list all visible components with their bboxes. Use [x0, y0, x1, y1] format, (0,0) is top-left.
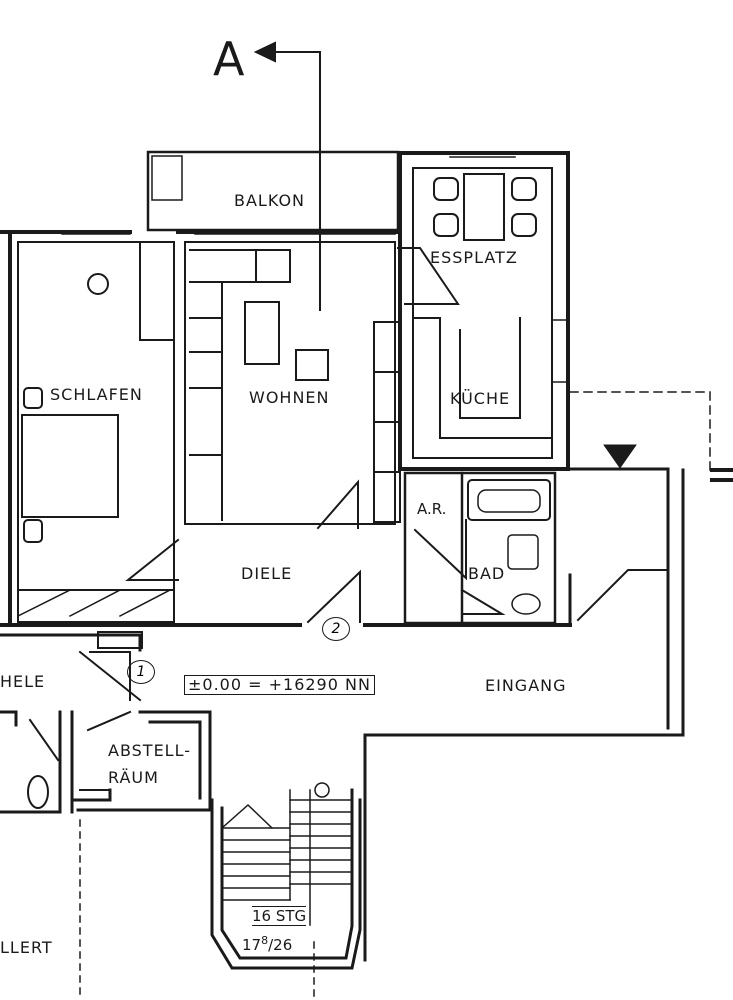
level-annotation: ±0.00 = +16290 NN	[184, 675, 375, 695]
room-label-wohnen: WOHNEN	[249, 388, 330, 407]
room-label-keller: LLERT	[0, 938, 53, 957]
room-label-hele: HELE	[0, 672, 46, 691]
outer-walls	[0, 230, 572, 627]
doors	[125, 247, 506, 624]
room-label-balkon: BALKON	[234, 191, 306, 210]
kitchen-block-walls	[398, 151, 570, 471]
living-furniture	[189, 249, 401, 523]
room-label-ar: A.R.	[417, 500, 447, 518]
room-label-abstell-2: RÄUM	[108, 768, 159, 787]
stairwell	[210, 782, 362, 1000]
bedroom-furniture	[16, 241, 175, 618]
stair-steps-label: 16 STG	[252, 906, 307, 926]
room-label-essplatz: ESSPLATZ	[430, 248, 518, 267]
room-label-eingang: EINGANG	[485, 676, 567, 695]
stair-ratio-prefix: 17	[242, 936, 262, 954]
stair-steps: 16 STG	[252, 907, 307, 925]
dining-table	[433, 173, 537, 241]
room-label-bad: BAD	[468, 564, 506, 583]
lower-hall-walls	[0, 631, 212, 1000]
room-label-kueche: KÜCHE	[450, 389, 511, 408]
entrance-walls	[363, 391, 733, 962]
room-label-diele: DIELE	[241, 564, 293, 583]
stair-ratio-suffix: /26	[268, 936, 293, 954]
room-label-abstell-1: ABSTELL-	[108, 741, 191, 760]
stair-ratio-sup: 8	[261, 934, 269, 947]
room-label-schlafen: SCHLAFEN	[50, 385, 143, 404]
section-line-a	[253, 41, 321, 311]
ar-bad	[403, 471, 557, 625]
door-number-1: 1	[127, 660, 155, 684]
door-number-2: 2	[322, 617, 350, 641]
kitchen-counter	[412, 317, 569, 439]
section-marker: A	[213, 32, 245, 86]
stair-ratio: 178/26	[242, 934, 292, 954]
